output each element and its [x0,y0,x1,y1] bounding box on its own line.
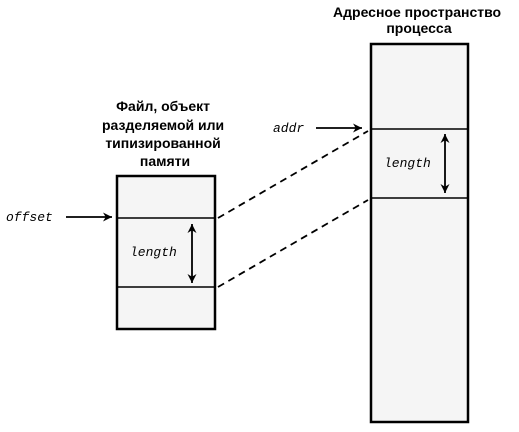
mapping-line-top [217,130,369,219]
address-space-title-line-2: процесса [386,20,452,36]
file-object-title-line-2: разделяемой или [102,117,224,133]
address-space-box [369,42,470,424]
mapping-line-bottom [217,199,369,288]
addr-label: addr [273,121,304,136]
address-space-title-line-1: Адресное пространство [333,4,501,20]
file-object-box [115,174,217,331]
mapped-length-label: length [384,156,431,171]
offset-label: offset [6,210,53,225]
file-object-title: Файл, объект разделяемой или типизирован… [102,98,228,169]
file-object-title-line-1: Файл, объект [116,98,210,114]
file-object-title-line-3: типизированной [105,135,220,151]
file-length-label: length [130,245,177,260]
file-object-title-line-4: памяти [140,153,190,169]
address-space-title: Адресное пространство процесса [333,4,505,36]
